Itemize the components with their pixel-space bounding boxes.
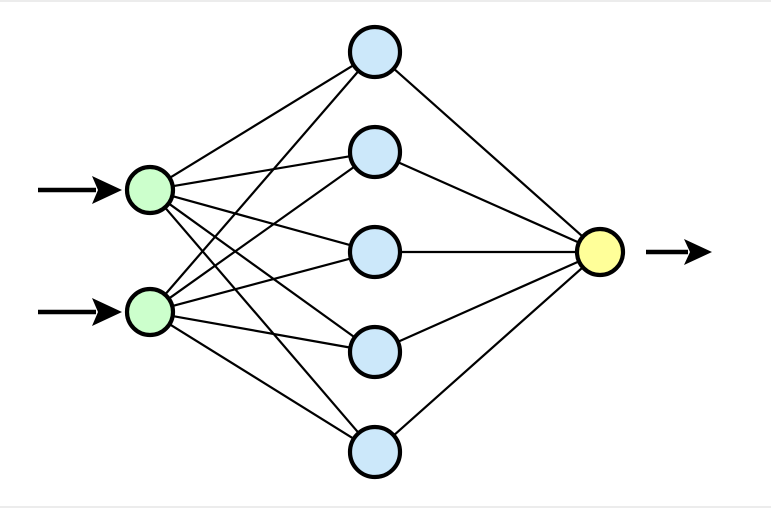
edge-h5-o1 (392, 266, 584, 437)
input-arrow-1 (38, 176, 122, 204)
edge-i1-h4 (168, 202, 356, 339)
hidden-node-4[interactable] (347, 324, 403, 380)
output-node-1[interactable] (574, 226, 626, 278)
edge-i1-h3 (171, 195, 352, 247)
input-arrow-1-head (92, 176, 122, 204)
edge-i2-h3 (171, 257, 352, 308)
input-arrow-2-head (92, 298, 122, 326)
edge-i1-h1 (169, 64, 355, 179)
output-arrow-1 (646, 239, 712, 265)
output-arrow-1-head (684, 239, 712, 265)
hidden-node-5[interactable] (347, 424, 403, 480)
edge-i2-h5 (168, 323, 355, 440)
edge-i2-h1 (164, 70, 360, 296)
input-node-2[interactable] (124, 286, 176, 338)
edge-i1-h5 (164, 206, 360, 434)
nodes-group (124, 24, 626, 480)
edges-group (164, 64, 584, 440)
io-arrows-group (38, 176, 712, 326)
hidden-node-2[interactable] (347, 124, 403, 180)
input-arrow-2 (38, 298, 122, 326)
edge-h4-o1 (397, 260, 580, 343)
edge-h1-o1 (392, 67, 584, 238)
edge-i1-h2 (172, 155, 351, 188)
input-node-1[interactable] (124, 164, 176, 216)
edge-i2-h2 (168, 165, 356, 300)
hidden-node-1[interactable] (347, 24, 403, 80)
edge-i2-h4 (172, 314, 351, 349)
hidden-node-3[interactable] (347, 224, 403, 280)
edge-h2-o1 (397, 161, 580, 244)
